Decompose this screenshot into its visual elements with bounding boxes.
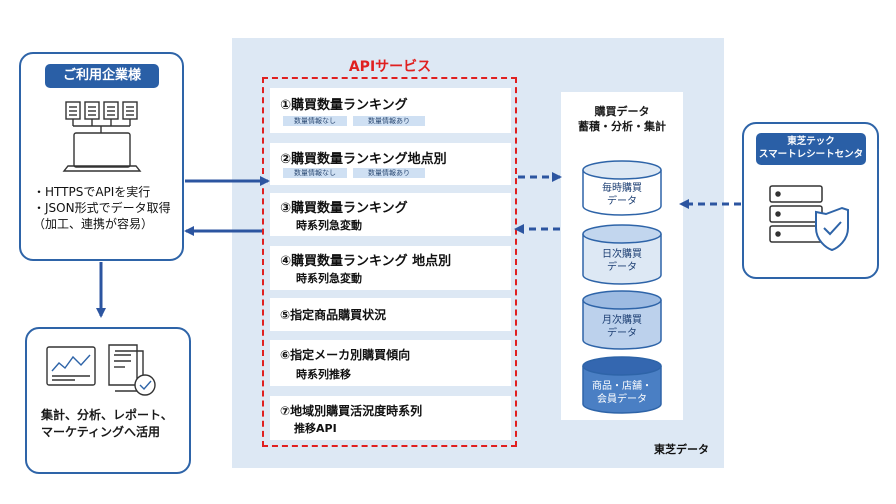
api-item-6: ⑥指定メーカ別購買傾向 時系列推移 [270,340,511,386]
api-item-5: ⑤指定商品購買状況 [270,298,511,331]
data-store-heading-line-1: 購買データ [594,105,650,118]
data-store-heading-line-2: 蓄積・分析・集計 [578,120,666,133]
api-item-1: ①購買数量ランキング 数量情報なし 数量情報あり [270,88,511,133]
api-service-title: APIサービス [348,59,432,75]
data-store-column: 購買データ 蓄積・分析・集計 毎時購買 データ 日次購買 データ 月次購買 デー… [561,92,683,420]
cylinder-monthly [582,290,662,350]
cylinder-master-label-line-2: 会員データ [597,394,647,405]
cylinder-monthly-label: 月次購買 データ [583,314,661,340]
api-item-2-tag-2: 数量情報あり [353,168,425,178]
client-company-title: ご利用企業様 [45,64,159,88]
cylinder-master-label: 商品・店舗・ 会員データ [583,380,661,406]
cylinder-hourly [582,160,662,216]
cylinder-hourly-label: 毎時購買 データ [583,182,661,208]
data-store-heading: 購買データ 蓄積・分析・集計 [561,104,683,134]
cylinder-master-label-line-1: 商品・店舗・ [592,381,652,392]
chart-report-icon [46,346,96,386]
cylinder-master [582,356,662,414]
cylinder-daily-label-line-1: 日次購買 [602,249,642,260]
client-line-2: ・JSON形式でデータ取得 [33,201,171,215]
database-cylinders [582,160,662,414]
api-item-1-title: ①購買数量ランキング [280,98,408,113]
cylinder-hourly-label-line-1: 毎時購買 [602,183,642,194]
api-item-2-tag-1: 数量情報なし [283,168,347,178]
api-item-5-title: ⑤指定商品購買状況 [280,308,387,322]
smart-receipt-center-title: 東芝テック スマートレシートセンター [756,133,866,173]
server-shield-icon [769,185,849,252]
analytics-line-1: 集計、分析、レポート、 [41,408,173,422]
api-item-3-subtitle: 時系列急変動 [296,219,362,232]
api-item-1-tag-1: 数量情報なし [283,116,347,126]
client-company-box: ご利用企業様 ・HTTPSでAPIを実行 ・JSON形式でデータ取得 （加工、連… [19,52,184,261]
api-item-4-subtitle: 時系列急変動 [296,272,362,285]
smart-receipt-title-line-1: 東芝テック [787,136,835,147]
network-laptop-icon [62,101,142,172]
smart-receipt-title-line-2: スマートレシートセンター [758,149,864,173]
client-line-1: ・HTTPSでAPIを実行 [33,185,151,199]
toshiba-data-label: 東芝データ [654,443,709,456]
document-check-icon [108,344,156,396]
api-service-frame [262,77,517,447]
cylinder-monthly-label-line-1: 月次購買 [602,315,642,326]
api-item-2-title: ②購買数量ランキング地点別 [280,152,447,167]
analytics-line-2: マーケティングへ活用 [41,425,161,439]
api-item-3-title: ③購買数量ランキング [280,201,408,216]
report-icons [46,344,156,396]
api-item-6-title: ⑥指定メーカ別購買傾向 [280,348,411,362]
api-item-3: ③購買数量ランキング 時系列急変動 [270,193,511,236]
cylinder-daily-label: 日次購買 データ [583,248,661,274]
client-line-3: （加工、連携が容易） [33,217,154,231]
api-item-7-title: ⑦地域別購買活況度時系列 [280,404,423,418]
api-item-1-tag-2: 数量情報あり [353,116,425,126]
cylinder-monthly-label-line-2: データ [607,328,637,339]
cylinder-daily [582,224,662,285]
smart-receipt-center-box: 東芝テック スマートレシートセンター [742,122,879,279]
api-item-7-subtitle: 推移API [294,422,337,435]
client-description: ・HTTPSでAPIを実行 ・JSON形式でデータ取得 （加工、連携が容易） [33,184,183,232]
cylinder-daily-label-line-2: データ [607,262,637,273]
api-item-6-subtitle: 時系列推移 [296,368,351,381]
analytics-box: 集計、分析、レポート、 マーケティングへ活用 [25,327,191,474]
api-item-4-title: ④購買数量ランキング 地点別 [280,254,452,269]
api-item-4: ④購買数量ランキング 地点別 時系列急変動 [270,246,511,290]
api-item-7: ⑦地域別購買活況度時系列 推移API [270,396,511,440]
api-item-2: ②購買数量ランキング地点別 数量情報なし 数量情報あり [270,143,511,185]
cylinder-hourly-label-line-2: データ [607,196,637,207]
analytics-description: 集計、分析、レポート、 マーケティングへ活用 [41,407,191,441]
